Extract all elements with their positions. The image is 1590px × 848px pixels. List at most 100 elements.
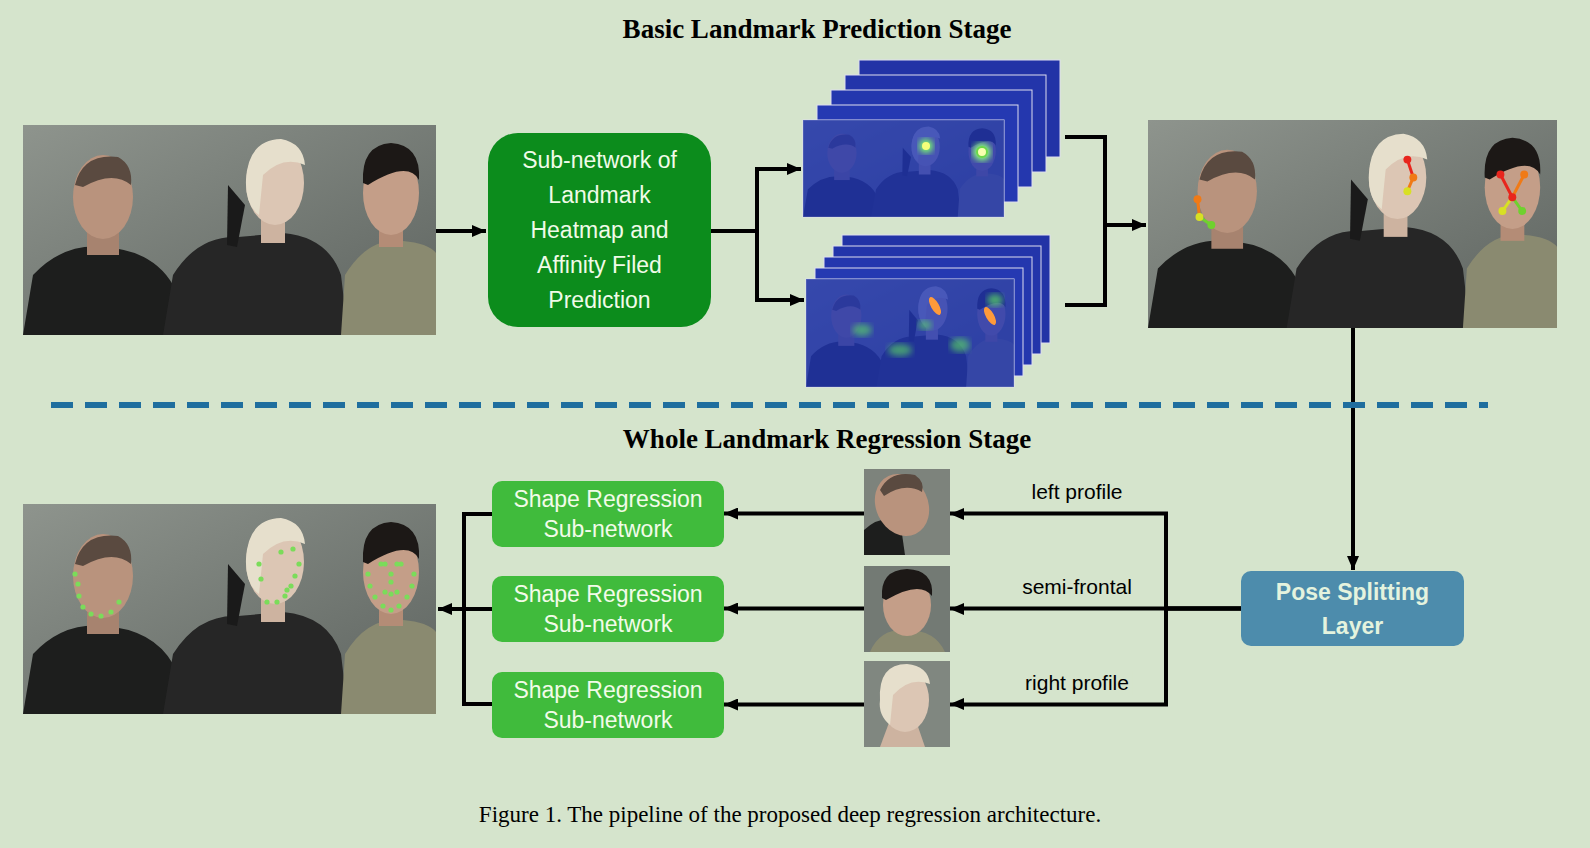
flow-arrow xyxy=(1351,328,1355,570)
stage-heading: Whole Landmark Regression Stage xyxy=(623,424,1031,455)
affinity-field-stack xyxy=(982,305,999,326)
output-bus xyxy=(464,514,494,704)
right-profile-crop xyxy=(864,661,950,747)
affinity-field-stack xyxy=(987,294,1003,306)
affinity-field-stack xyxy=(888,344,912,356)
flow-arrow xyxy=(1353,328,1354,570)
crop-arrowhead xyxy=(950,698,964,710)
shape-regression-box: Shape Regression Sub-network xyxy=(492,672,724,738)
final-landmark-photo xyxy=(404,594,409,599)
heatmap-stack xyxy=(803,60,1060,217)
connector-arrow xyxy=(724,514,1241,609)
final-landmark-photo xyxy=(388,571,393,576)
branch-arrow xyxy=(711,169,804,300)
heatmap-stack xyxy=(803,120,1004,217)
final-landmark-photo xyxy=(398,561,403,566)
landmark-result-photo xyxy=(1403,187,1411,195)
branch-arrow xyxy=(755,167,801,171)
final-landmark-photo xyxy=(264,599,269,604)
right-profile-crop xyxy=(864,661,950,747)
final-landmark-photo xyxy=(80,604,85,609)
final-landmark-photo xyxy=(396,603,401,608)
landmark-result-photo xyxy=(1518,207,1526,215)
final-landmark-photo xyxy=(365,571,370,576)
heatmap-stack xyxy=(803,120,1004,217)
landmark-result-photo xyxy=(1403,156,1411,164)
final-landmark-photo xyxy=(23,504,436,714)
affinity-field-stack xyxy=(918,320,932,330)
final-landmark-photo xyxy=(409,583,414,588)
landmark-result-photo xyxy=(1196,213,1204,221)
output-bus xyxy=(464,607,494,611)
affinity-field-stack xyxy=(806,279,1014,387)
connector-arrow xyxy=(724,607,1241,611)
stage-divider xyxy=(51,405,1488,406)
final-landmark-photo xyxy=(258,576,263,581)
subnetwork-box: Sub-network of Landmark Heatmap and Affi… xyxy=(488,133,711,327)
edge-label: right profile xyxy=(1022,671,1132,695)
final-landmark-photo xyxy=(411,571,416,576)
merge-arrow xyxy=(1105,223,1146,227)
connector-arrow xyxy=(724,609,1241,705)
landmark-result-photo xyxy=(1148,120,1557,328)
final-landmark-photo xyxy=(75,581,80,586)
pose-splitting-box: Pose Splitting Layer xyxy=(1241,571,1464,646)
edge-label: semi-frontal xyxy=(1019,575,1135,599)
shape-regression-box: Shape Regression Sub-network xyxy=(492,481,724,547)
final-landmark-photo xyxy=(288,583,293,588)
final-landmark-photo xyxy=(382,561,387,566)
landmark-result-photo xyxy=(1207,221,1215,229)
final-landmark-photo xyxy=(76,593,81,598)
final-landmark-photo xyxy=(380,603,385,608)
merge-arrow xyxy=(1065,137,1146,305)
landmark-result-photo xyxy=(1409,173,1417,181)
flow-arrow xyxy=(436,229,486,233)
final-landmark-photo xyxy=(290,546,295,551)
merge-arrow xyxy=(1065,137,1105,305)
landmark-result-photo xyxy=(1520,170,1528,178)
affinity-field-stack xyxy=(806,279,1014,387)
flow-arrow xyxy=(436,231,486,232)
final-landmark-photo xyxy=(296,561,301,566)
final-landmark-photo xyxy=(72,546,416,618)
final-landmark-photo xyxy=(367,583,372,588)
final-landmark-photo xyxy=(88,611,93,616)
heatmap-stack xyxy=(922,142,930,150)
stage-heading: Basic Landmark Prediction Stage xyxy=(623,14,1012,45)
heatmap-stack xyxy=(977,147,987,157)
left-profile-crop xyxy=(864,465,950,555)
box-text: Shape Regression Sub-network xyxy=(502,484,714,544)
box-text: Pose Splitting Layer xyxy=(1260,575,1445,643)
right-profile-crop xyxy=(880,664,930,725)
semi-frontal-crop xyxy=(864,566,950,652)
final-landmark-photo xyxy=(278,549,283,554)
heatmap-stack xyxy=(919,139,933,153)
final-landmark-photo xyxy=(282,593,287,598)
final-landmark-photo xyxy=(274,599,279,604)
semi-frontal-crop xyxy=(882,569,932,600)
output-bus xyxy=(438,607,466,611)
final-landmark-photo xyxy=(292,573,297,578)
landmark-result-photo xyxy=(1496,170,1504,178)
final-landmark-photo xyxy=(388,607,393,612)
branch-arrow xyxy=(711,229,757,233)
final-landmark-photo xyxy=(116,599,121,604)
affinity-field-stack xyxy=(927,295,944,316)
final-landmark-photo xyxy=(98,613,103,618)
final-landmark-photo xyxy=(108,609,113,614)
semi-frontal-crop xyxy=(864,566,950,652)
crop-arrowhead xyxy=(950,508,964,710)
heatmap-stack xyxy=(973,143,991,161)
final-landmark-photo xyxy=(372,594,377,599)
final-landmark-photo xyxy=(72,571,77,576)
branch-arrow xyxy=(755,298,804,302)
crop-arrowhead xyxy=(950,508,964,520)
edge-label: left profile xyxy=(1028,480,1125,504)
final-landmark-photo xyxy=(394,589,399,594)
affinity-field-stack xyxy=(950,338,970,352)
affinity-field-stack xyxy=(806,235,1050,387)
left-profile-crop xyxy=(880,474,923,496)
affinity-field-stack xyxy=(852,324,872,336)
final-landmark-photo xyxy=(23,504,436,714)
final-landmark-photo xyxy=(388,579,393,584)
